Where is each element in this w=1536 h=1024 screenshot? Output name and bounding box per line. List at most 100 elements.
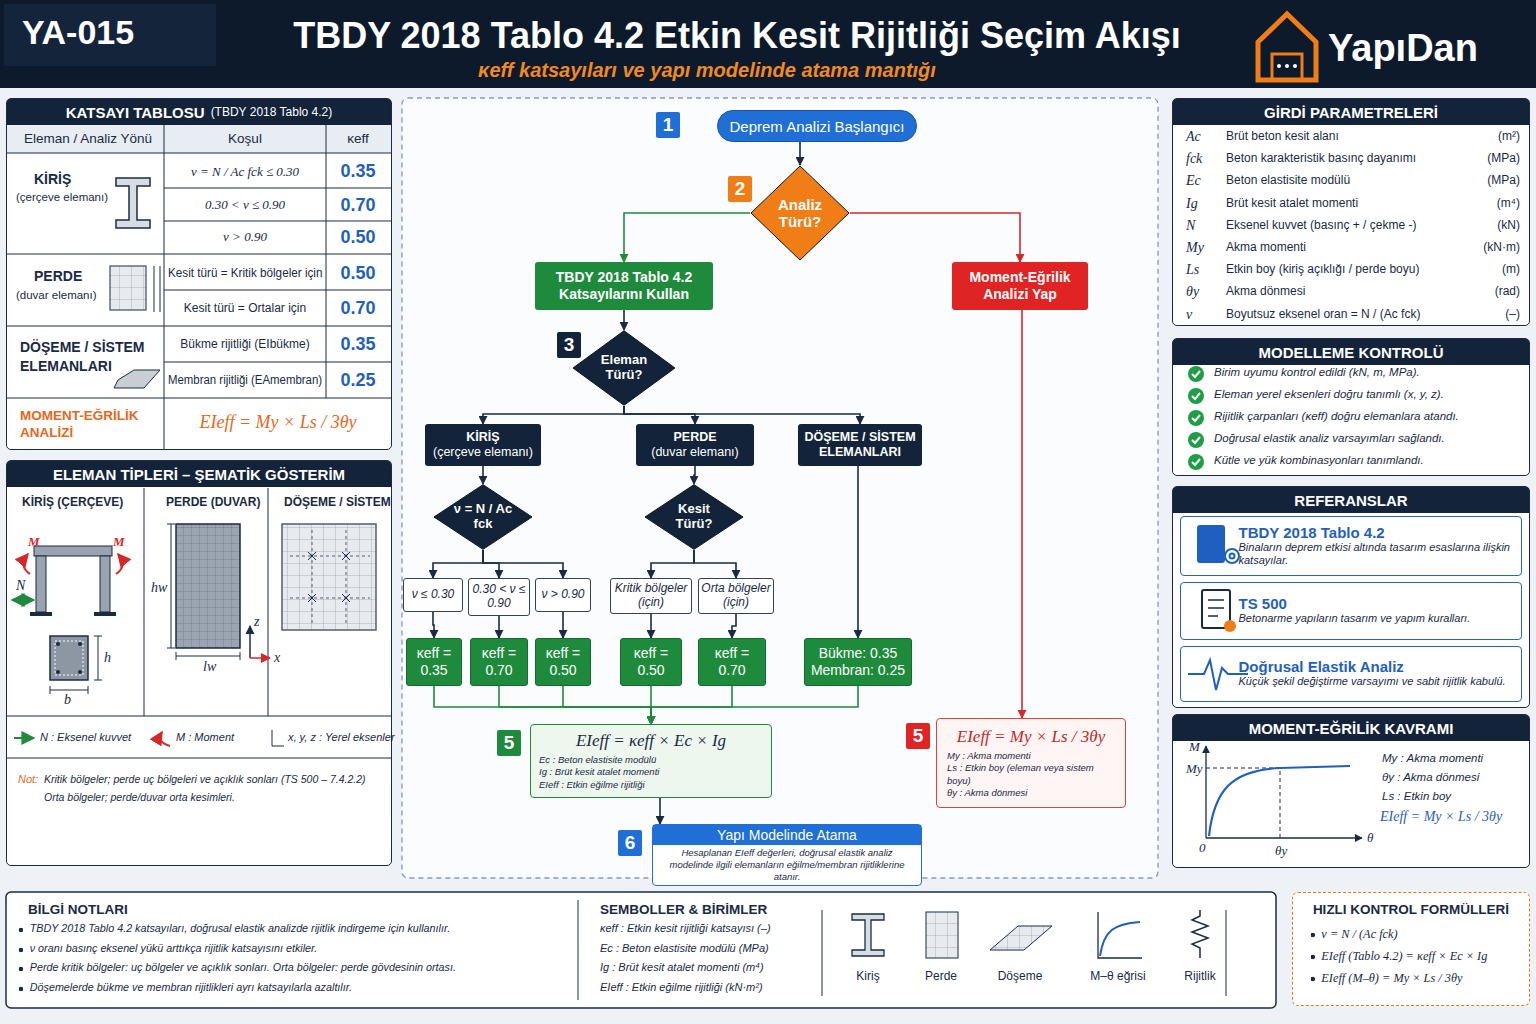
reference-icons-part — [1225, 549, 1239, 563]
label-text: Rijitlik çarpanları (κeff) doğru elemanl… — [1214, 410, 1519, 424]
label-text: ν = N / Ac fck ≤ 0.30 — [168, 164, 322, 180]
wall-drawing-part — [167, 524, 240, 660]
panel-fills — [6, 98, 1530, 1008]
node-text: Ec : Beton elastisite modülü — [539, 754, 656, 766]
flow-connector — [650, 614, 652, 638]
label-text: ν > 0.90 — [168, 229, 322, 245]
label-text: Kesit türü = Kritik bölgeler için — [168, 266, 318, 280]
formula-bullet: EIeff (M–θ) = My × Ls / 3θy — [1310, 970, 1522, 986]
flow-connector — [659, 798, 661, 824]
logo-icon-part — [1258, 14, 1316, 80]
node-text: Eleman Türü? — [591, 353, 658, 383]
wall-drawing-part — [250, 657, 270, 659]
diamond-outline — [751, 166, 849, 260]
section-drawing-part — [56, 670, 60, 674]
node-text: Ig : Brüt kesit atalet momenti — [539, 766, 659, 778]
assignment-box: Yapı Modelinde AtamaHesaplanan EIeff değ… — [652, 824, 922, 886]
node-text: κeff = 0.70 — [473, 645, 525, 679]
panel-box: MOMENT-EĞRİLİK KAVRAMI — [1172, 714, 1530, 868]
label-text: Kütle ve yük kombinasyonları tanımlandı. — [1214, 454, 1519, 468]
label-text: Doğrusal elastik analiz varsayımları sağ… — [1214, 432, 1519, 446]
label-text: Membran rijitliği (EAmembran) — [168, 373, 314, 387]
result-box: κeff = 0.70 — [698, 638, 766, 686]
symbol-label: M — [113, 534, 125, 550]
section-drawing-part — [50, 636, 88, 680]
slab-drawing — [282, 524, 376, 630]
label-text: PERDE — [34, 268, 82, 285]
flow-connector — [732, 614, 736, 638]
label-text: ELEMANLARI — [20, 358, 112, 375]
flow-connector — [499, 686, 651, 724]
bottom-divider-part — [578, 900, 1226, 1000]
node-text: HIZLI KONTROL FORMÜLLERİ — [1313, 902, 1509, 917]
diamond-outline — [573, 331, 675, 405]
table-value: 0.70 — [328, 195, 388, 217]
flow-connector — [433, 550, 483, 578]
icon-label: Kiriş — [828, 969, 908, 983]
node-text: DÖŞEME / SİSTEM ELEMANLARI — [802, 430, 918, 460]
node-text: EIeff = My × Ls / 3θy — [957, 727, 1105, 747]
check-icons-part — [1188, 454, 1204, 470]
label-text: (m⁴) — [1462, 196, 1520, 210]
flow-connector — [434, 686, 651, 724]
table-value: 0.50 — [328, 227, 388, 249]
flow-connector — [483, 550, 499, 578]
note-bullet: TBDY 2018 Tablo 4.2 katsayıları, doğrusa… — [18, 922, 570, 935]
table-header: κeff — [328, 131, 388, 147]
title-bar — [0, 0, 1536, 88]
condition-box: 0.30 < ν ≤ 0.90 — [468, 578, 530, 616]
schematic-dividers — [7, 488, 391, 758]
label-text: KİRİŞ — [34, 171, 71, 188]
process-box: TBDY 2018 Tablo 4.2 Katsayılarını Kullan — [535, 262, 713, 310]
legend-text: x, y, z : Yerel eksenler — [288, 731, 395, 744]
flow-connector — [562, 612, 564, 638]
node-text: κeff = 0.50 — [623, 645, 679, 679]
frame-drawing-part — [36, 556, 46, 612]
flow-connector — [433, 612, 434, 638]
table-header: Eleman / Analiz Yönü — [14, 131, 162, 147]
icon-label: Rijitlik — [1160, 969, 1240, 983]
node-text: GİRDİ PARAMETRELERİ — [1264, 104, 1438, 121]
label-text: EIeff = My × Ls / 3θy — [1380, 809, 1525, 826]
check-icons-part — [1188, 366, 1204, 382]
node-text: SEMBOLLER & BİRİMLER — [600, 902, 767, 917]
node-text: ELEMAN TİPLERİ – ŞEMATİK GÖSTERİM — [53, 466, 345, 483]
frame-drawing-part — [100, 556, 110, 612]
bottom-divider — [578, 900, 1226, 1000]
table-value: 0.25 — [328, 370, 388, 392]
callout-number: 3 — [557, 332, 581, 358]
condition-box: ν ≤ 0.30 — [403, 578, 463, 612]
label-text: My : Akma momenti — [1382, 752, 1522, 766]
moment-graph-part — [1206, 837, 1362, 838]
node-text: EIeff = κeff × Ec × Ig — [576, 731, 726, 751]
logo-icon-part — [1285, 64, 1289, 68]
node-text: ν > 0.90 — [541, 588, 584, 602]
node-text: (duvar elemanı) — [651, 445, 739, 460]
result-box: κeff = 0.50 — [535, 638, 591, 686]
param-symbol: ν — [1186, 307, 1222, 324]
node-text: MOMENT-EĞRİLİK KAVRAMI — [1249, 720, 1454, 737]
frame-drawing-part — [34, 546, 112, 556]
element-box: PERDE(duvar elemanı) — [636, 424, 754, 466]
node-text: Küçük şekil değiştirme varsayımı ve sabi… — [1239, 675, 1506, 688]
table-grid — [7, 124, 391, 449]
panel-box: GİRDİ PARAMETRELERİ — [1172, 98, 1530, 326]
flow-connector — [563, 686, 651, 724]
label-text: (rad) — [1462, 284, 1520, 298]
check-icons-part — [1188, 432, 1204, 448]
label-text: EIeff : Etkin eğilme rijitliği (kN·m²) — [600, 981, 816, 994]
reference-icons-part — [1230, 554, 1235, 559]
frame-drawing-part — [12, 599, 34, 601]
label-text: θy — [1275, 843, 1287, 859]
legend-text: N : Eksenel kuvvet — [40, 731, 131, 744]
section-drawing-part — [50, 636, 102, 694]
flow-frame — [402, 98, 1158, 878]
decision-diamond: Kesit Türü? — [644, 484, 744, 550]
node-text: REFERANSLAR — [1294, 492, 1407, 509]
check-icons — [1188, 366, 1204, 470]
moment-graph-part — [1205, 746, 1206, 838]
param-symbol: My — [1186, 240, 1222, 257]
label-text: Birim uyumu kontrol edildi (kN, m, MPa). — [1214, 366, 1519, 380]
node-text: Betonarme yapıların tasarım ve yapım kur… — [1239, 612, 1471, 625]
diamond-text: Analiz Türü? — [768, 196, 832, 231]
